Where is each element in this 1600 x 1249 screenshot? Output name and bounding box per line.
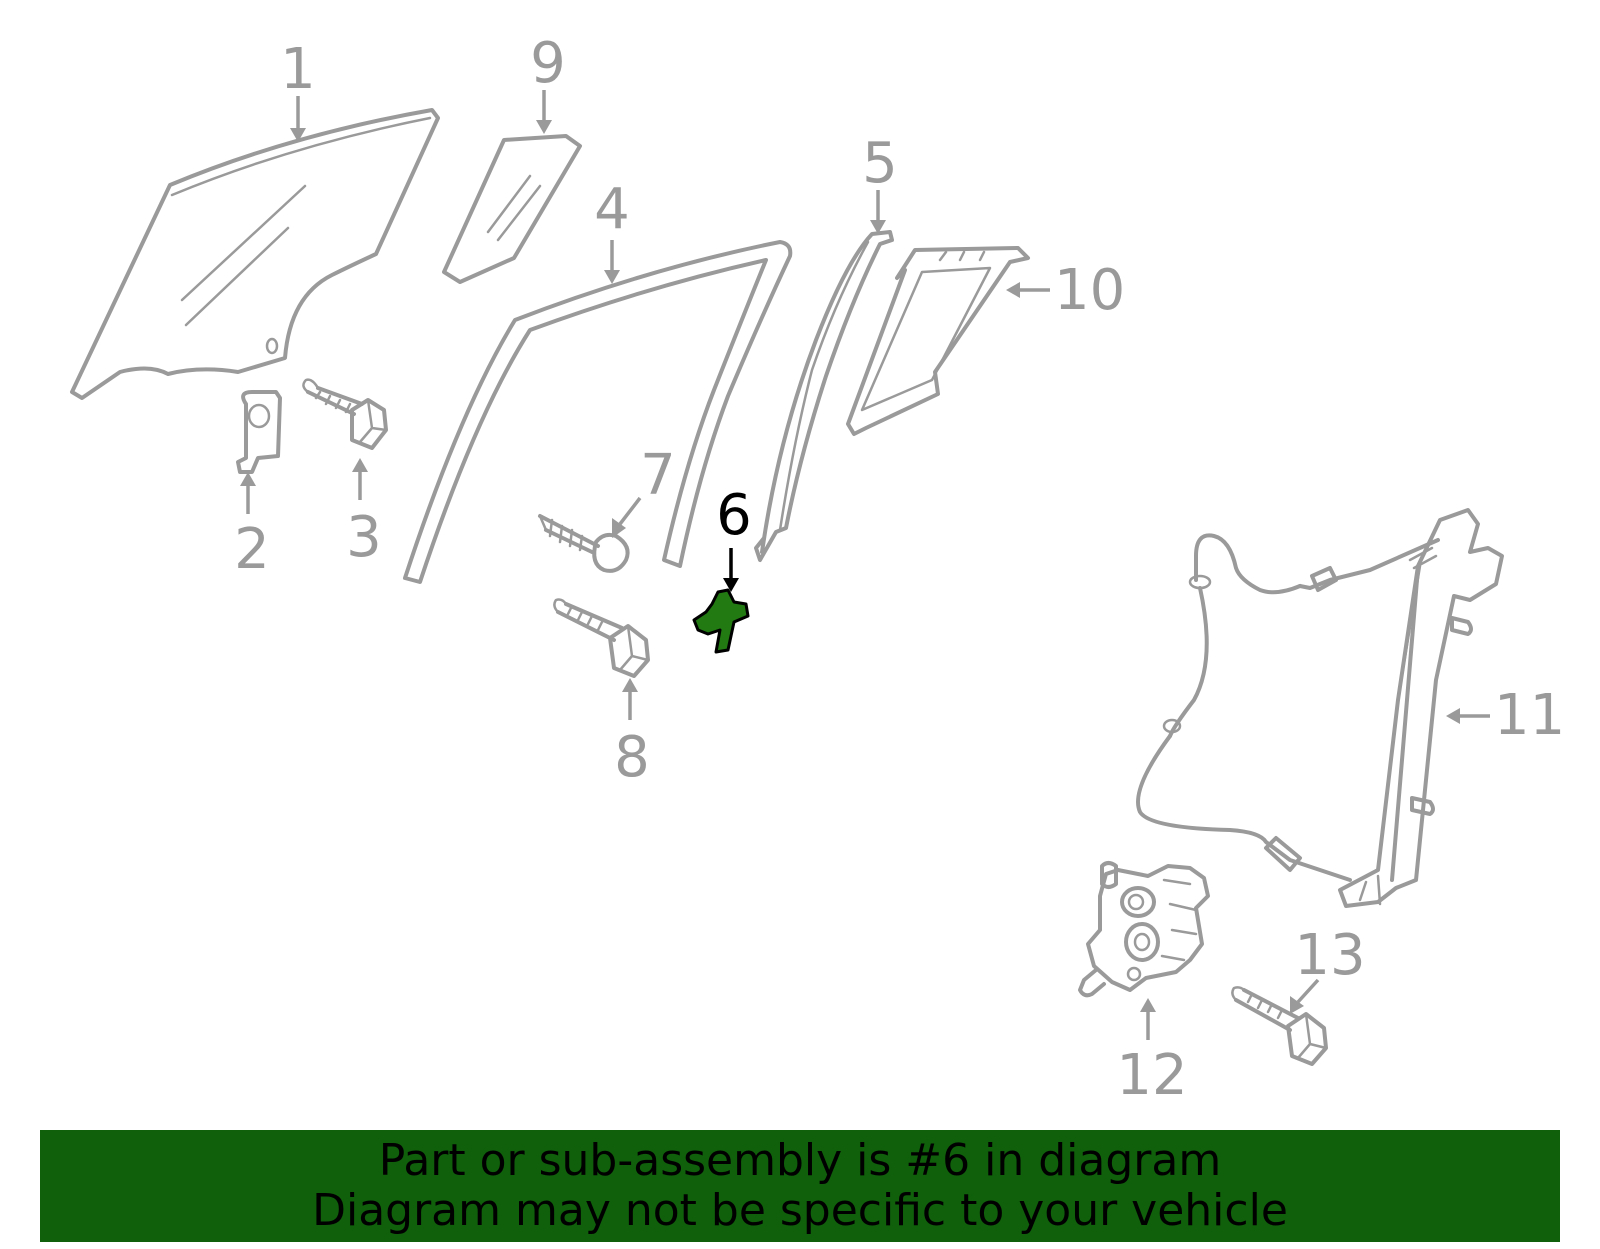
callout-2[interactable]: 2 [234, 517, 270, 582]
callout-11[interactable]: 11 [1494, 683, 1565, 748]
callout-5[interactable]: 5 [862, 131, 898, 196]
part-1-door-glass[interactable] [70, 108, 440, 400]
part-7-screw[interactable] [538, 514, 630, 573]
part-4-run-channel[interactable] [403, 240, 793, 584]
callout-7[interactable]: 7 [640, 443, 676, 508]
part-8-bolt[interactable] [553, 598, 650, 678]
part-3-bolt[interactable] [302, 378, 388, 450]
callout-4[interactable]: 4 [594, 177, 630, 242]
leader-arrows [240, 90, 1490, 1040]
callout-8[interactable]: 8 [614, 725, 650, 790]
callout-6[interactable]: 6 [716, 483, 752, 548]
banner-line-part: Part or sub-assembly is #6 in diagram [378, 1135, 1222, 1186]
callout-1[interactable]: 1 [280, 37, 316, 102]
banner-line-disclaimer: Diagram may not be specific to your vehi… [312, 1185, 1288, 1236]
part-11-window-regulator[interactable] [1136, 508, 1504, 908]
info-banner: Part or sub-assembly is #6 in diagram Di… [40, 1130, 1560, 1242]
part-6-clip-highlighted[interactable] [692, 588, 750, 654]
part-5-rear-channel[interactable] [754, 230, 894, 562]
callout-13[interactable]: 13 [1294, 923, 1365, 988]
part-10-vent-frame[interactable] [846, 246, 1030, 436]
callout-9[interactable]: 9 [530, 31, 566, 96]
part-12-motor[interactable] [1078, 861, 1210, 998]
callout-10[interactable]: 10 [1054, 258, 1125, 323]
callout-3[interactable]: 3 [346, 505, 382, 570]
part-9-quarter-glass[interactable] [442, 134, 582, 284]
part-2-bracket[interactable] [236, 390, 282, 474]
callout-12[interactable]: 12 [1116, 1043, 1187, 1108]
part-13-bolt[interactable] [1231, 986, 1328, 1066]
callout-labels: 1 2 3 4 5 6 7 8 9 10 11 12 13 [234, 31, 1565, 1108]
